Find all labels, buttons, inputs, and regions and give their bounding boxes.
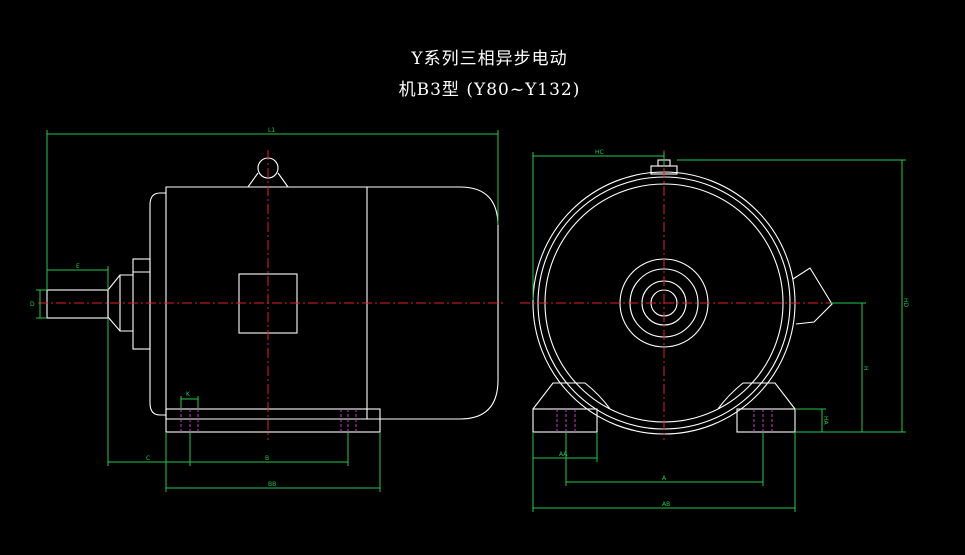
dim-label-D: D: [30, 301, 35, 308]
right-foot: [736, 408, 796, 433]
dim-label-AB: AB: [662, 501, 670, 508]
dim-label-H: H: [862, 366, 869, 371]
side-foot: [165, 408, 381, 433]
right-foot-bracket: [717, 382, 796, 410]
drawing-title-line-2: 机B3型 (Y80~Y132): [398, 80, 581, 100]
dim-label-C: C: [146, 455, 150, 462]
side-view-dimensions: L1 E D K C B BB: [30, 127, 499, 492]
dim-label-HC: HC: [595, 149, 604, 156]
dim-label-BB: BB: [268, 481, 276, 488]
bearing-cover: [132, 258, 151, 350]
end-view: [520, 150, 833, 440]
dim-label-L1: L1: [268, 127, 275, 134]
shaft: [46, 289, 109, 319]
terminal-box-side: [792, 267, 833, 325]
dim-label-E: E: [76, 263, 80, 270]
dim-label-B: B: [265, 455, 269, 462]
dim-label-HD: HD: [902, 298, 909, 308]
lifting-eye-support: [247, 172, 289, 188]
dim-label-AA: AA: [559, 451, 568, 458]
end-view-dimensions: HC HD H HA AA A AB: [532, 149, 909, 512]
dim-label-A: A: [662, 475, 667, 482]
drawing-title-line-1: Y系列三相异步电动: [411, 49, 568, 69]
motor-body-outline: [165, 186, 499, 420]
side-view: [38, 150, 505, 440]
end-cap-outline: [149, 192, 166, 416]
dim-label-K: K: [186, 391, 191, 398]
left-foot: [532, 408, 598, 433]
dim-label-HA: HA: [822, 416, 829, 426]
left-foot-bracket: [532, 382, 611, 410]
